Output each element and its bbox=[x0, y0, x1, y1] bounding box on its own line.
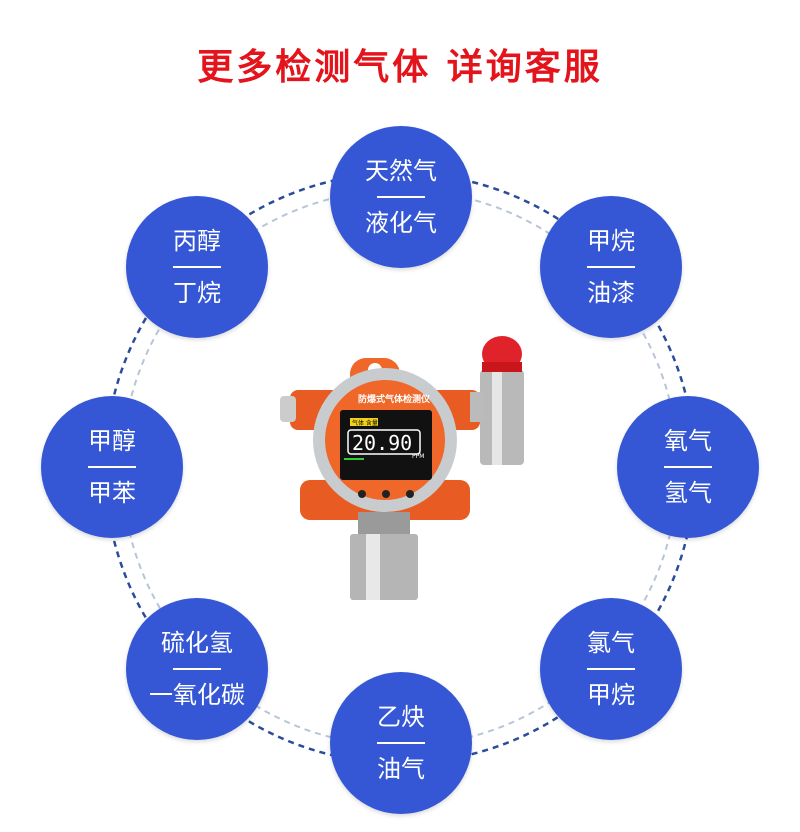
gas-label: 甲苯 bbox=[88, 479, 136, 507]
screen-gas-tag: 气体 含量 bbox=[352, 419, 378, 427]
gas-label: 乙炔 bbox=[377, 703, 425, 731]
gas-circle-chlorine: 氯气甲烷 bbox=[540, 598, 682, 740]
gas-label: 氢气 bbox=[664, 479, 712, 507]
gas-label: 氯气 bbox=[587, 629, 635, 657]
divider bbox=[173, 668, 221, 670]
divider bbox=[664, 466, 712, 468]
device-label: 防爆式气体检测仪 bbox=[358, 393, 431, 405]
divider bbox=[377, 742, 425, 744]
gas-label: 一氧化碳 bbox=[149, 681, 245, 709]
gas-label: 丁烷 bbox=[173, 279, 221, 307]
headline: 更多检测气体 详询客服 bbox=[197, 47, 603, 88]
gas-circle-methanol: 甲醇甲苯 bbox=[41, 396, 183, 538]
gas-label: 甲烷 bbox=[587, 681, 635, 709]
gas-circle-natural-gas: 天然气液化气 bbox=[330, 126, 472, 268]
divider bbox=[377, 196, 425, 198]
gas-circle-oxygen: 氧气氢气 bbox=[617, 396, 759, 538]
gas-label: 氧气 bbox=[664, 427, 712, 455]
divider bbox=[173, 266, 221, 268]
gas-label: 甲烷 bbox=[587, 227, 635, 255]
gas-label: 液化气 bbox=[365, 209, 437, 237]
gas-circle-acetylene: 乙炔油气 bbox=[330, 672, 472, 814]
gas-circle-methane: 甲烷油漆 bbox=[540, 196, 682, 338]
gas-label: 丙醇 bbox=[173, 227, 221, 255]
gas-circle-propanol: 丙醇丁烷 bbox=[126, 196, 268, 338]
gas-circle-hydrogen-sulfide: 硫化氢一氧化碳 bbox=[126, 598, 268, 740]
gas-detector-image: 气体 含量 20.90 PPM 防爆式气体检测仪 bbox=[280, 336, 524, 600]
gas-label: 硫化氢 bbox=[161, 629, 233, 657]
gas-label: 油漆 bbox=[587, 279, 635, 307]
screen-unit: PPM bbox=[412, 453, 424, 460]
gas-label: 天然气 bbox=[365, 157, 437, 185]
divider bbox=[88, 466, 136, 468]
gas-label: 甲醇 bbox=[88, 427, 136, 455]
divider bbox=[587, 266, 635, 268]
gas-label: 油气 bbox=[377, 755, 425, 783]
divider bbox=[587, 668, 635, 670]
screen-reading: 20.90 bbox=[352, 431, 412, 455]
